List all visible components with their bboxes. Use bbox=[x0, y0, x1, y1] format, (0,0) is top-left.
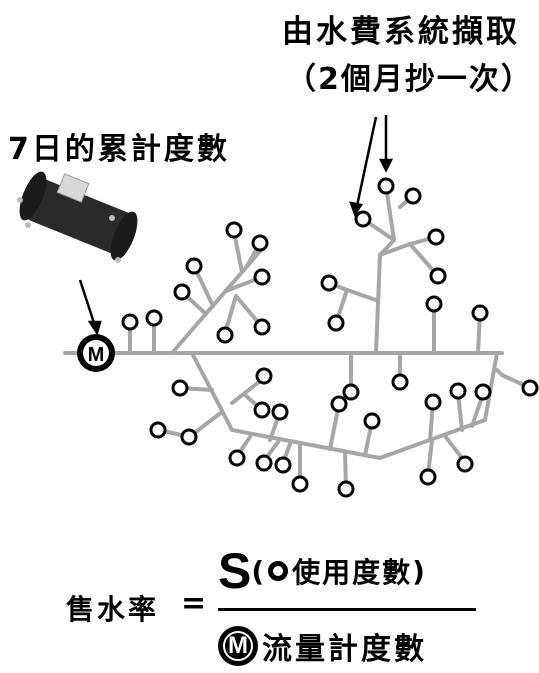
customer-node bbox=[449, 382, 467, 400]
customer-node bbox=[424, 393, 442, 411]
formula-lhs: 售水率 bbox=[66, 593, 160, 626]
customer-node bbox=[180, 428, 198, 446]
customer-node bbox=[327, 314, 345, 332]
top-label-line2: （2個月抄一次） bbox=[286, 62, 533, 97]
customer-node bbox=[274, 456, 292, 474]
customer-node bbox=[425, 295, 443, 313]
customer-node bbox=[225, 221, 243, 239]
flow-meter-image bbox=[17, 171, 138, 263]
customer-node bbox=[474, 383, 492, 401]
customer-ring-icon bbox=[268, 561, 289, 581]
customer-node bbox=[216, 326, 234, 344]
numerator-close-paren: ) bbox=[412, 554, 425, 588]
denominator-text: 流量計度數 bbox=[262, 632, 427, 667]
customer-node bbox=[145, 309, 163, 327]
customer-node bbox=[330, 395, 348, 413]
source-arrow-left bbox=[355, 116, 378, 207]
customer-node bbox=[253, 268, 271, 286]
meter-arrow bbox=[78, 279, 97, 327]
customer-node bbox=[253, 401, 271, 419]
customer-node bbox=[391, 373, 409, 391]
numerator-open-paren: ( bbox=[251, 554, 265, 588]
numerator-symbol: S bbox=[218, 543, 252, 599]
customer-node bbox=[255, 454, 273, 472]
customer-node bbox=[253, 318, 271, 336]
customer-node bbox=[363, 412, 381, 430]
numerator-text: 使用度數 bbox=[292, 556, 413, 589]
customer-node bbox=[471, 304, 489, 322]
pipe-network-diagram: M bbox=[17, 115, 539, 498]
customer-node bbox=[149, 421, 167, 439]
formula-denominator: M 流量計度數 bbox=[218, 624, 427, 668]
customer-node bbox=[271, 403, 289, 421]
customer-node bbox=[404, 187, 422, 205]
customer-node bbox=[427, 228, 445, 246]
arrows bbox=[78, 115, 394, 337]
customer-node bbox=[173, 283, 191, 301]
meter-m-icon: M bbox=[218, 626, 258, 666]
customer-node bbox=[521, 379, 539, 397]
meter-m-letter: M bbox=[223, 631, 253, 661]
customer-node bbox=[291, 475, 309, 493]
formula-equals: = bbox=[181, 586, 207, 621]
customer-node bbox=[121, 313, 139, 331]
customer-node bbox=[255, 367, 273, 385]
customer-node bbox=[337, 480, 355, 498]
formula-numerator: S ( 使用度數 ) bbox=[218, 546, 425, 596]
meter-symbol: M bbox=[77, 334, 115, 372]
meter-symbol-letter: M bbox=[88, 344, 105, 366]
customer-node bbox=[354, 210, 372, 228]
consumer-nodes bbox=[121, 177, 539, 498]
customer-node bbox=[342, 383, 360, 401]
customer-node bbox=[456, 455, 474, 473]
customer-node bbox=[419, 468, 437, 486]
customer-node bbox=[171, 379, 189, 397]
customer-node bbox=[320, 274, 338, 292]
customer-node bbox=[377, 177, 395, 195]
customer-node bbox=[228, 449, 246, 467]
top-label-line1: 由水費系統擷取 bbox=[282, 14, 520, 50]
left-label: 7日的累計度數 bbox=[8, 132, 230, 167]
customer-node bbox=[185, 257, 203, 275]
customer-node bbox=[429, 267, 447, 285]
customer-node bbox=[251, 234, 269, 252]
fraction-line bbox=[218, 608, 476, 611]
